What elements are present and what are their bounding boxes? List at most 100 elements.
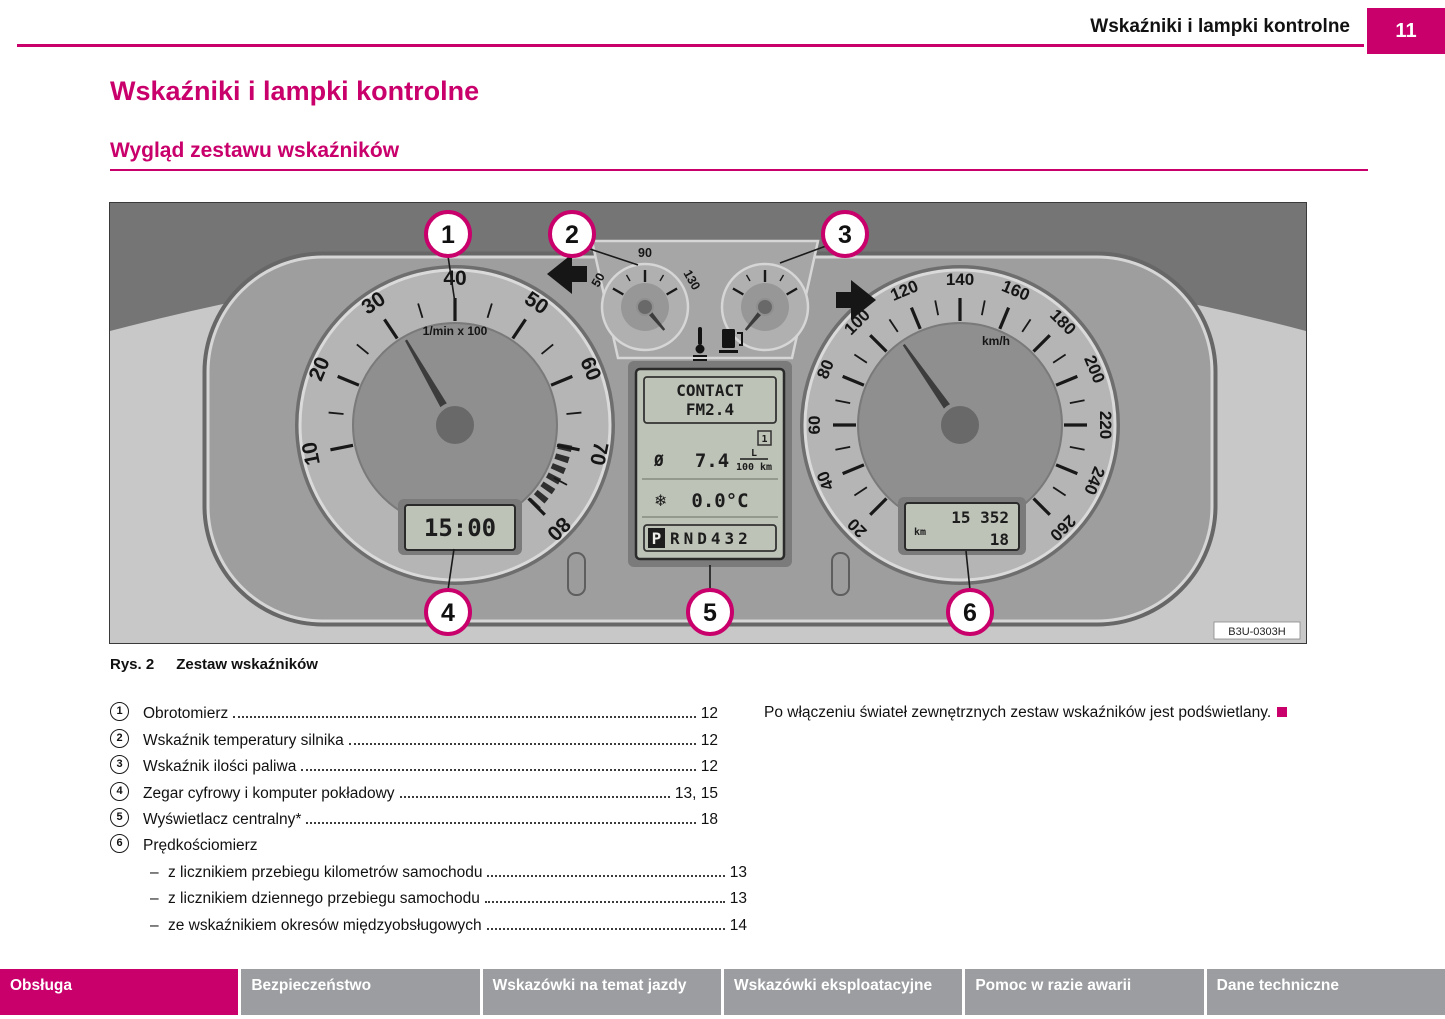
svg-text:140: 140 — [946, 270, 974, 289]
subitem-label: z licznikiem przebiegu kilometrów samoch… — [168, 863, 483, 881]
item-label: Wskaźnik temperatury silnika — [143, 731, 344, 749]
clock-display: 15:00 — [398, 499, 522, 555]
list-subitem: – ze wskaźnikiem okresów międzyobsługowy… — [110, 908, 747, 934]
radio-line2: FM2.4 — [686, 400, 734, 419]
list-item: 2 Wskaźnik temperatury silnika 12 — [110, 723, 718, 749]
callout-4: 4 — [424, 588, 472, 636]
item-label: Zegar cyfrowy i komputer pokładowy — [143, 784, 395, 802]
footer-tab-obsluga[interactable]: Obsługa — [0, 969, 239, 1015]
dot-leader — [348, 742, 696, 745]
gear-selected: P — [652, 529, 662, 548]
dot-leader — [399, 795, 670, 798]
odometer-value: 15 352 — [951, 508, 1009, 527]
image-code-text: B3U-0303H — [1228, 626, 1286, 638]
footer-nav: Obsługa Bezpieczeństwo Wskazówki na tema… — [0, 969, 1445, 1015]
item-page: 12 — [700, 758, 718, 776]
item-label: Prędkościomierz — [143, 837, 258, 855]
footer-tab-wskazowki-eksploatacyjne[interactable]: Wskazówki eksploatacyjne — [723, 969, 963, 1015]
header-title: Wskaźniki i lampki kontrolne — [1090, 16, 1350, 37]
callout-6-number: 6 — [963, 599, 977, 627]
subitem-dash: – — [150, 890, 159, 908]
item-number-badge: 6 — [110, 834, 129, 854]
header-rule — [17, 44, 1364, 47]
item-label: Wskaźnik ilości paliwa — [143, 758, 297, 776]
note-end-marker — [1277, 707, 1288, 717]
note-text: Po włączeniu świateł zewnętrznych zestaw… — [764, 704, 1272, 721]
subitem-page: 13 — [729, 890, 747, 908]
page-number-badge: 11 — [1367, 8, 1445, 54]
item-label: Obrotomierz — [143, 705, 229, 723]
dashboard-shadow — [110, 203, 1306, 331]
callout-2: 2 — [548, 210, 596, 258]
footer-tab-bezpieczenstwo[interactable]: Bezpieczeństwo — [241, 969, 480, 1015]
svg-text:50: 50 — [589, 270, 608, 289]
consumption-unit-numerator: L — [751, 448, 757, 459]
dot-leader — [301, 769, 696, 772]
list-item: 3 Wskaźnik ilości paliwa 12 — [110, 750, 718, 776]
callout-4-number: 4 — [441, 599, 455, 627]
section-rule — [110, 169, 1368, 171]
tach-unit-label: 1/min x 100 — [423, 324, 488, 338]
callout-6: 6 — [946, 588, 994, 636]
consumption-value: 7.4 — [695, 450, 729, 472]
trip-value: 18 — [990, 530, 1009, 549]
tach-redline — [529, 443, 573, 510]
subitem-page: 13 — [729, 863, 747, 881]
list-item: 4 Zegar cyfrowy i komputer pokładowy 13,… — [110, 776, 718, 802]
frost-icon: ❄ — [654, 491, 667, 510]
consumption-unit-denominator: 100 km — [736, 462, 772, 473]
footer-tab-wskazowki-jazda[interactable]: Wskazówki na temat jazdy — [482, 969, 721, 1015]
item-page: 18 — [700, 810, 718, 828]
dot-leader — [484, 901, 725, 904]
subitem-label: ze wskaźnikiem okresów międzyobsługowych — [168, 916, 482, 934]
callout-5: 5 — [686, 588, 734, 636]
subitem-dash: – — [150, 916, 159, 934]
speed-unit-label: km/h — [982, 334, 1010, 348]
item-page: 12 — [700, 705, 718, 723]
odometer-display: 15 352 km 18 — [898, 497, 1026, 555]
callout-3-number: 3 — [838, 221, 852, 249]
item-label: Wyświetlacz centralny* — [143, 810, 302, 828]
footer-tab-dane-techniczne[interactable]: Dane techniczne — [1206, 969, 1445, 1015]
gear-options: RND432 — [670, 529, 752, 548]
dot-leader — [486, 927, 725, 930]
subitem-label: z licznikiem dziennego przebiegu samocho… — [168, 890, 480, 908]
outside-temperature: 0.0°C — [691, 490, 748, 512]
dot-leader — [306, 821, 696, 824]
footer-tab-pomoc[interactable]: Pomoc w razie awarii — [965, 969, 1204, 1015]
caption-text: Zestaw wskaźników — [176, 656, 318, 673]
callout-leader-lines — [447, 245, 971, 591]
callout-1: 1 — [424, 210, 472, 258]
item-page: 13, 15 — [674, 784, 718, 802]
left-turn-indicator-icon — [547, 254, 587, 294]
clock-value: 15:00 — [424, 514, 496, 542]
svg-text:60: 60 — [805, 416, 824, 435]
average-consumption-icon: Ø — [653, 451, 664, 470]
memory-indicator: 1 — [761, 434, 767, 445]
page-title: Wskaźniki i lampki kontrolne — [110, 76, 480, 106]
callout-1-number: 1 — [441, 221, 455, 249]
coolant-temp-icon — [693, 327, 707, 361]
svg-text:90: 90 — [638, 246, 652, 260]
legend-list: 1 Obrotomierz 12 2 Wskaźnik temperatury … — [110, 697, 750, 935]
fuel-pump-icon — [719, 329, 743, 353]
svg-text:40: 40 — [443, 267, 466, 290]
figure-caption: Rys. 2 Zestaw wskaźników — [110, 656, 318, 673]
dot-leader — [233, 716, 696, 719]
list-subitem: – z licznikiem przebiegu kilometrów samo… — [110, 855, 747, 881]
note-paragraph: Po włączeniu świateł zewnętrznych zestaw… — [764, 703, 1330, 724]
image-code-label: B3U-0303H — [1213, 621, 1301, 640]
callout-3: 3 — [821, 210, 869, 258]
central-display: CONTACT FM2.4 1 Ø 7.4 L 100 km ❄ 0.0°C P… — [628, 361, 792, 567]
list-item: 5 Wyświetlacz centralny* 18 — [110, 803, 718, 829]
svg-text:70: 70 — [585, 440, 612, 467]
svg-text:10: 10 — [298, 440, 325, 467]
list-item: 6 Prędkościomierz — [110, 829, 718, 855]
memory-indicator-box — [757, 430, 772, 446]
item-number-badge: 4 — [110, 781, 129, 801]
